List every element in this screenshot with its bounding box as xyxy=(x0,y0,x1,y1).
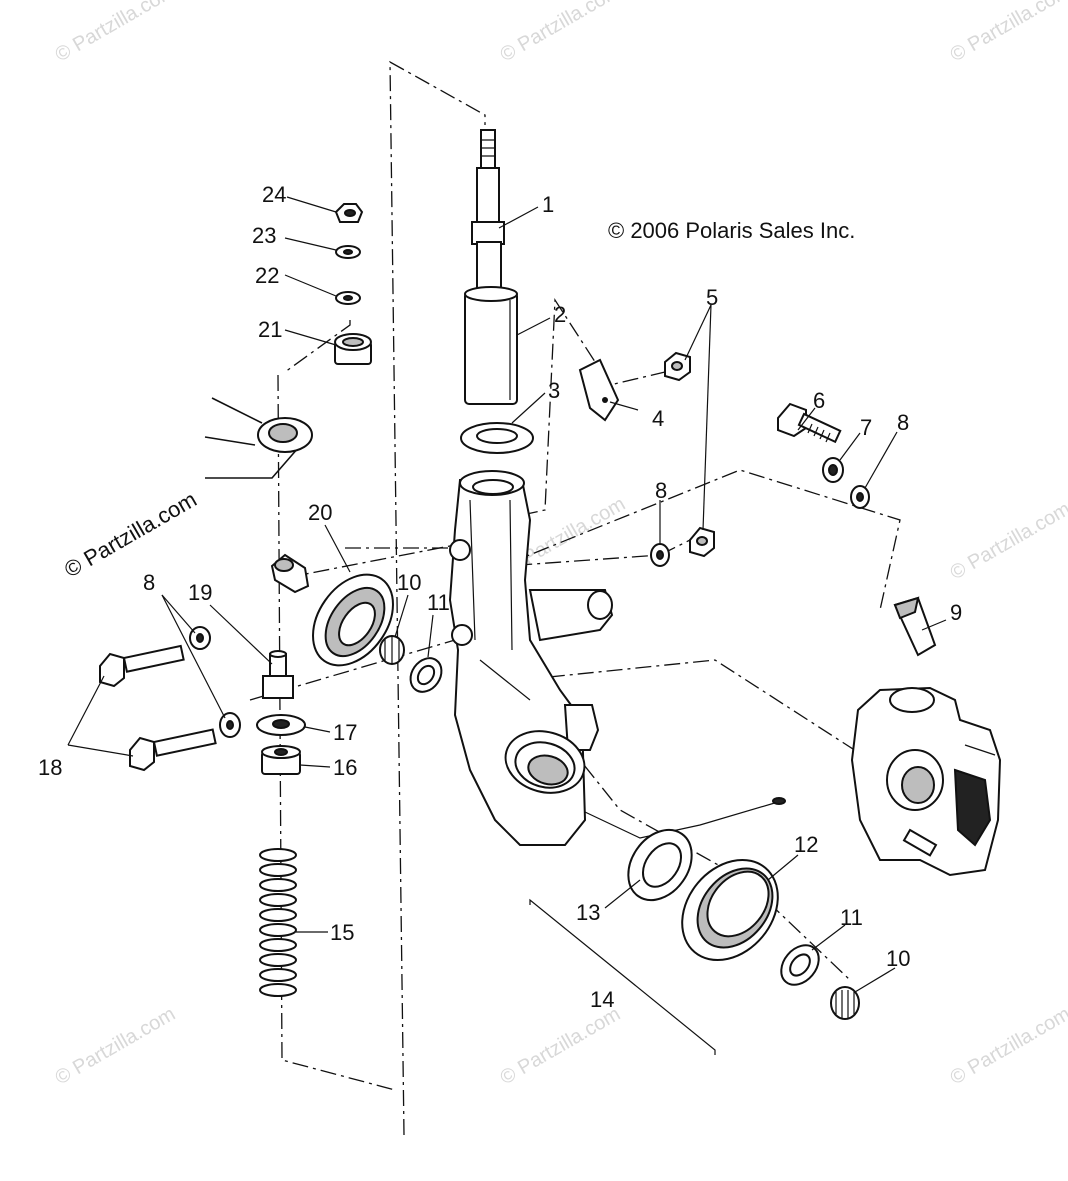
seal-20 xyxy=(312,573,394,667)
bolt-18-lower xyxy=(129,728,217,772)
callout-18: 18 xyxy=(38,755,62,780)
callout-22: 22 xyxy=(255,263,279,288)
callout-5: 5 xyxy=(706,285,718,310)
nut-10-upper xyxy=(379,635,405,665)
callout-15: 15 xyxy=(330,920,354,945)
bushing-21 xyxy=(334,333,372,365)
watermark-mid-right: © Partzilla.com xyxy=(947,498,1068,584)
callout-13: 13 xyxy=(576,900,600,925)
watermark-layer: © Partzilla.com © Partzilla.com © Partzi… xyxy=(52,0,1068,1089)
washer-23-hole xyxy=(343,249,353,255)
watermark-bottom-center: © Partzilla.com xyxy=(497,1003,625,1089)
seal-13 xyxy=(627,828,693,902)
washer-8-right-hole xyxy=(856,492,864,502)
spindle-bushing xyxy=(464,286,518,405)
nut-24 xyxy=(334,203,364,223)
callout-11-upper: 11 xyxy=(427,590,450,615)
callout-23: 23 xyxy=(252,223,276,248)
washer-22-hole xyxy=(343,295,353,301)
watermark-bottom-right: © Partzilla.com xyxy=(947,1003,1068,1089)
callout-20: 20 xyxy=(308,500,332,525)
spring-cup-17 xyxy=(256,714,306,736)
stud-cap xyxy=(270,553,310,594)
callout-6: 6 xyxy=(813,388,825,413)
callout-16: 16 xyxy=(333,755,357,780)
watermark-top-left: © Partzilla.com xyxy=(52,0,180,66)
leader-lines xyxy=(67,196,947,993)
nut-5-upper xyxy=(664,351,691,382)
wear-wedge xyxy=(893,596,937,657)
callout-7: 7 xyxy=(860,415,872,440)
watermark-top-right: © Partzilla.com xyxy=(947,0,1068,66)
callout-8-left: 8 xyxy=(143,570,155,595)
spring-15 xyxy=(259,848,297,997)
callout-14: 14 xyxy=(590,987,614,1012)
spindle-housing xyxy=(448,470,786,846)
nut-5-lower xyxy=(689,526,715,558)
fitting-19 xyxy=(262,650,294,699)
callout-12: 12 xyxy=(794,832,818,857)
callout-3: 3 xyxy=(548,378,560,403)
callout-4: 4 xyxy=(652,406,664,431)
bearing-11-upper xyxy=(409,657,443,693)
callout-21: 21 xyxy=(258,317,282,342)
callout-2: 2 xyxy=(554,302,566,327)
bearing-11-lower xyxy=(780,944,820,986)
bushing-16 xyxy=(261,745,301,775)
nut-10-lower xyxy=(830,986,860,1020)
washer-8-left-lower-hole xyxy=(226,720,234,730)
bolt-6 xyxy=(777,402,842,444)
bolt-18-upper xyxy=(99,644,185,688)
brake-caliper xyxy=(850,686,1002,877)
group-bracket-14 xyxy=(529,898,716,1055)
bracket-clip xyxy=(578,358,620,422)
callout-10-lower: 10 xyxy=(886,946,910,971)
callout-labels: 1 2 3 4 5 6 7 8 8 9 10 11 20 8 19 18 17 … xyxy=(38,182,962,1012)
callout-24: 24 xyxy=(262,182,286,207)
callout-17: 17 xyxy=(333,720,357,745)
callout-10-upper: 10 xyxy=(397,570,421,595)
callout-9: 9 xyxy=(950,600,962,625)
watermark-top-center: © Partzilla.com xyxy=(497,0,625,66)
callout-19: 19 xyxy=(188,580,212,605)
callout-8-mid: 8 xyxy=(655,478,667,503)
thrust-washer xyxy=(460,422,534,454)
washer-8-mid-hole xyxy=(656,550,664,560)
callout-8-right: 8 xyxy=(897,410,909,435)
spindle-shaft xyxy=(471,129,505,298)
bearing-race-12 xyxy=(681,858,779,962)
washer-7-hole xyxy=(828,464,838,476)
callout-1: 1 xyxy=(542,192,554,217)
watermark-bottom-left: © Partzilla.com xyxy=(52,1003,180,1089)
callout-11-lower: 11 xyxy=(840,905,863,930)
washer-8-left-upper-hole xyxy=(196,633,204,643)
copyright-text: © 2006 Polaris Sales Inc. xyxy=(608,218,855,243)
watermark-arm: © Partzilla.com xyxy=(60,487,201,583)
a-arm-partial xyxy=(204,397,313,479)
